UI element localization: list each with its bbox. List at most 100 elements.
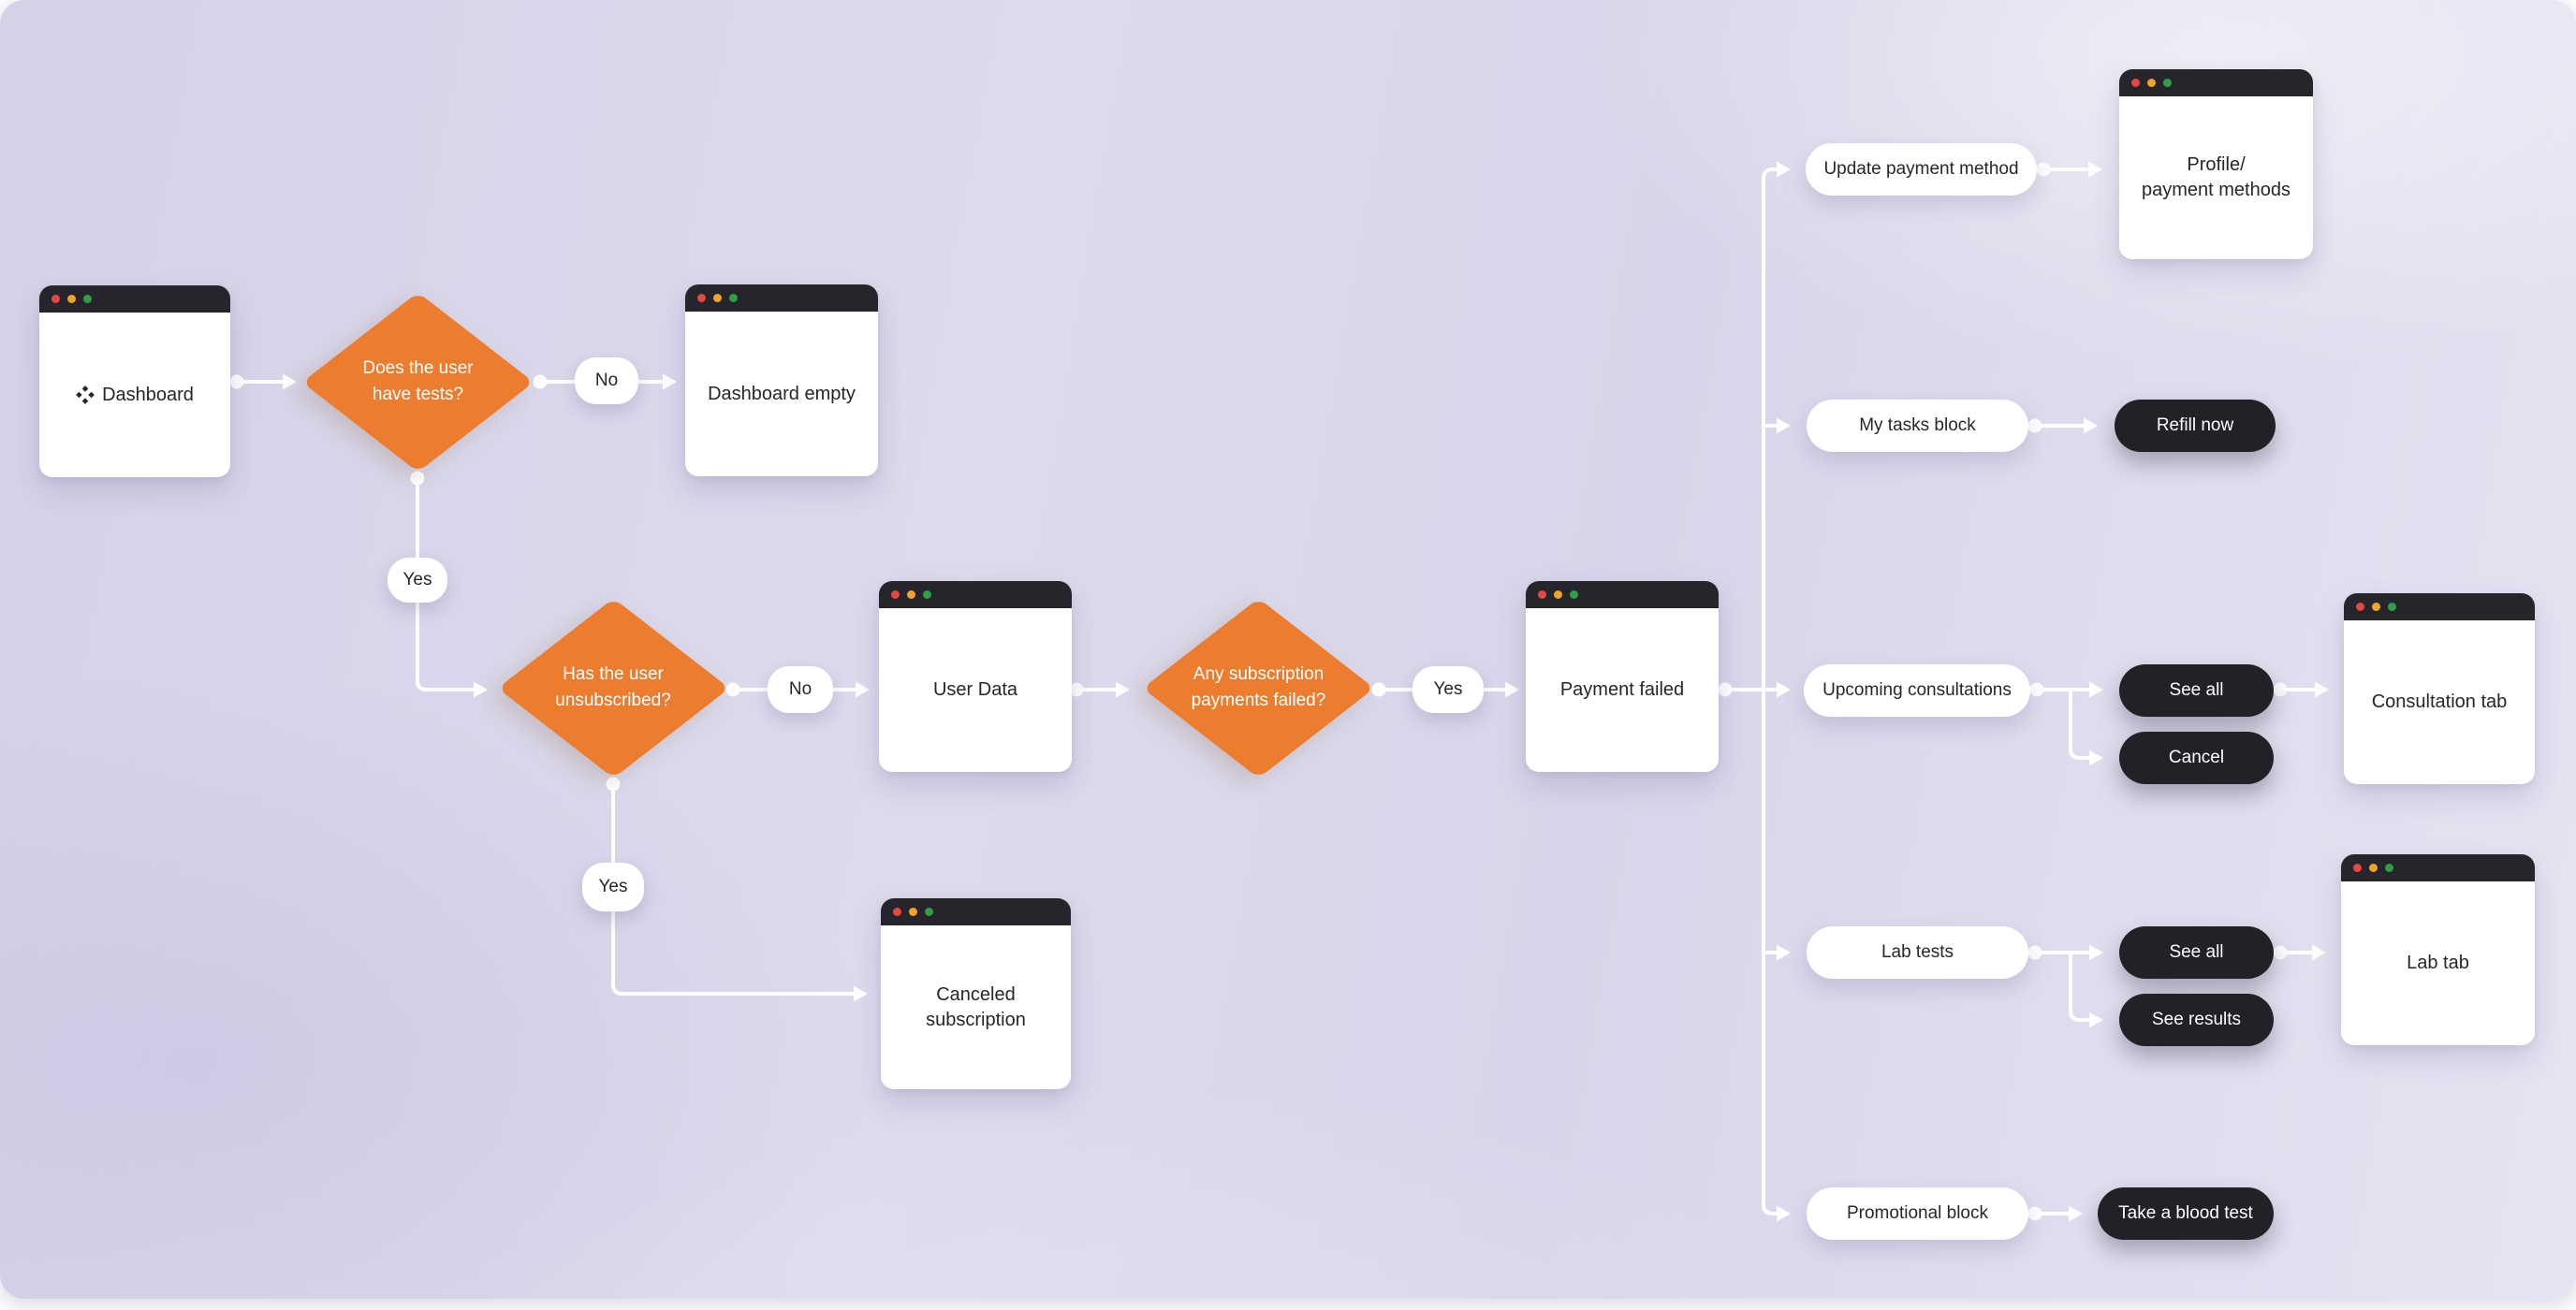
button-refill-now[interactable]: Refill now xyxy=(2115,400,2276,452)
connector-arrowheads xyxy=(283,161,2329,1222)
minimize-traffic-light-icon xyxy=(909,908,917,916)
pill-lab-tests[interactable]: Lab tests xyxy=(1807,926,2028,979)
pill-upcoming-consultations[interactable]: Upcoming consultations xyxy=(1804,664,2030,717)
close-traffic-light-icon xyxy=(51,295,60,303)
branch-label-yes-tests: Yes xyxy=(388,558,447,603)
close-traffic-light-icon xyxy=(2353,864,2362,872)
browser-window-dashboard-empty[interactable]: Dashboard empty xyxy=(685,284,878,476)
branch-label-no-unsubscribed: No xyxy=(768,666,833,713)
pill-label: Lab tests xyxy=(1881,942,1954,962)
branch-label-yes-payments-failed: Yes xyxy=(1412,666,1484,713)
browser-window-consultation-tab[interactable]: Consultation tab xyxy=(2344,593,2535,784)
window-title-line1: Profile/ xyxy=(2187,154,2246,175)
close-traffic-light-icon xyxy=(697,294,706,302)
window-title: User Data xyxy=(932,679,1018,700)
branch-label-text: Yes xyxy=(1433,679,1463,699)
button-see-all-lab-tests[interactable]: See all xyxy=(2119,926,2274,979)
browser-window-payment-failed[interactable]: Payment failed xyxy=(1526,581,1719,772)
window-title: Dashboard empty xyxy=(708,383,856,404)
maximize-traffic-light-icon xyxy=(925,908,933,916)
window-body: Dashboard empty xyxy=(685,312,878,476)
window-titlebar xyxy=(881,898,1071,925)
window-body: Consultation tab xyxy=(2344,620,2535,784)
minimize-traffic-light-icon xyxy=(2147,79,2156,87)
button-label: Refill now xyxy=(2156,415,2234,435)
window-titlebar xyxy=(2344,593,2535,620)
close-traffic-light-icon xyxy=(1538,590,1546,599)
decision-line2: payments failed? xyxy=(1191,691,1326,710)
button-see-all-consultations[interactable]: See all xyxy=(2119,664,2274,717)
minimize-traffic-light-icon xyxy=(2369,864,2378,872)
button-label: See all xyxy=(2169,680,2224,700)
window-title: Payment failed xyxy=(1559,679,1685,700)
window-titlebar xyxy=(685,284,878,312)
button-label: Take a blood test xyxy=(2118,1203,2253,1223)
button-see-results[interactable]: See results xyxy=(2119,994,2274,1046)
window-body: User Data xyxy=(879,608,1072,772)
close-traffic-light-icon xyxy=(893,908,901,916)
connector-lines xyxy=(242,167,2316,1215)
window-body: Payment failed xyxy=(1526,608,1719,772)
pill-my-tasks-block[interactable]: My tasks block xyxy=(1807,400,2028,452)
window-titlebar xyxy=(879,581,1072,608)
pill-label: Update payment method xyxy=(1823,159,2019,179)
minimize-traffic-light-icon xyxy=(67,295,76,303)
button-label: Cancel xyxy=(2168,748,2225,767)
maximize-traffic-light-icon xyxy=(729,294,738,302)
decision-line2: unsubscribed? xyxy=(555,691,671,710)
close-traffic-light-icon xyxy=(2356,603,2364,611)
maximize-traffic-light-icon xyxy=(2388,603,2396,611)
maximize-traffic-light-icon xyxy=(83,295,92,303)
browser-window-user-data[interactable]: User Data xyxy=(879,581,1072,772)
branch-label-no-tests: No xyxy=(575,357,638,404)
button-cancel-consultation[interactable]: Cancel xyxy=(2119,732,2274,784)
branch-label-text: No xyxy=(594,371,619,390)
window-body: Profile/ payment methods xyxy=(2119,96,2313,259)
branch-label-text: Yes xyxy=(402,570,432,590)
window-titlebar xyxy=(2119,69,2313,96)
minimize-traffic-light-icon xyxy=(1554,590,1562,599)
branch-label-text: No xyxy=(788,679,812,699)
maximize-traffic-light-icon xyxy=(2385,864,2393,872)
window-title: Lab tab xyxy=(2407,953,2469,973)
pill-promotional-block[interactable]: Promotional block xyxy=(1807,1187,2028,1240)
browser-window-dashboard[interactable]: Dashboard xyxy=(39,285,230,477)
browser-window-lab-tab[interactable]: Lab tab xyxy=(2341,854,2535,1045)
pill-label: Upcoming consultations xyxy=(1822,680,2012,700)
window-body: Dashboard xyxy=(39,313,230,477)
minimize-traffic-light-icon xyxy=(2372,603,2380,611)
branch-label-text: Yes xyxy=(598,877,628,896)
browser-window-canceled-subscription[interactable]: Canceled subscription xyxy=(881,898,1071,1089)
window-body: Lab tab xyxy=(2341,881,2535,1045)
window-body: Canceled subscription xyxy=(881,925,1071,1089)
decision-any-subscription-payments-failed[interactable]: Any subscription payments failed? xyxy=(1142,597,1375,779)
browser-window-profile-payment-methods[interactable]: Profile/ payment methods xyxy=(2119,69,2313,259)
button-take-a-blood-test[interactable]: Take a blood test xyxy=(2098,1187,2274,1240)
decision-line2: have tests? xyxy=(372,385,464,404)
decision-label: Any subscription payments failed? xyxy=(1143,598,1374,778)
window-titlebar xyxy=(39,285,230,313)
window-title: Canceled subscription xyxy=(926,983,1026,1030)
decision-label: Does the user have tests? xyxy=(302,292,534,472)
button-label: See all xyxy=(2169,942,2224,962)
decision-has-user-unsubscribed[interactable]: Has the user unsubscribed? xyxy=(497,597,729,779)
four-diamonds-icon xyxy=(76,386,95,404)
decision-line1: Any subscription xyxy=(1193,664,1325,684)
window-title: Consultation tab xyxy=(2371,691,2508,712)
connector-origin-dots xyxy=(229,162,2288,1221)
minimize-traffic-light-icon xyxy=(713,294,722,302)
branch-label-yes-unsubscribed: Yes xyxy=(582,863,644,911)
maximize-traffic-light-icon xyxy=(923,590,931,599)
decision-does-user-have-tests[interactable]: Does the user have tests? xyxy=(301,291,534,473)
decision-label: Has the user unsubscribed? xyxy=(497,598,729,778)
pill-update-payment-method[interactable]: Update payment method xyxy=(1806,143,2037,196)
pill-label: Promotional block xyxy=(1846,1203,1989,1223)
window-title: Dashboard xyxy=(102,384,194,405)
close-traffic-light-icon xyxy=(2131,79,2140,87)
decision-line1: Has the user xyxy=(563,664,664,684)
maximize-traffic-light-icon xyxy=(2163,79,2172,87)
close-traffic-light-icon xyxy=(891,590,900,599)
window-titlebar xyxy=(2341,854,2535,881)
